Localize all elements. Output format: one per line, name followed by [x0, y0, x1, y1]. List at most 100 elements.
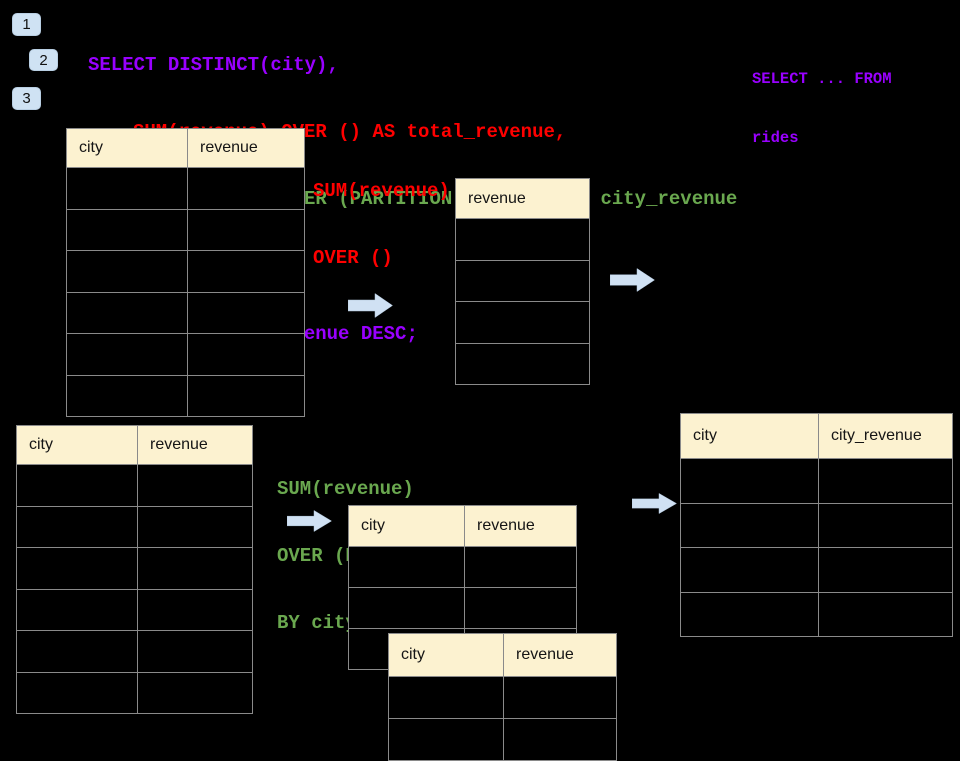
table-cell	[681, 593, 818, 637]
table-row	[681, 547, 952, 592]
table-cell	[67, 251, 187, 292]
table-header-row: city revenue	[67, 129, 304, 167]
table-cell	[456, 344, 589, 385]
right-arrow-icon	[348, 293, 393, 318]
header-cell-city: city	[401, 646, 425, 663]
table-cell	[389, 677, 503, 718]
table-cell	[818, 548, 952, 592]
table-row	[17, 547, 252, 589]
table-cell	[503, 719, 616, 760]
header-cell-revenue: revenue	[464, 506, 576, 546]
table-cell	[681, 548, 818, 592]
header-cell-revenue: revenue	[137, 426, 252, 464]
table-row	[67, 167, 304, 209]
table-cell	[349, 547, 464, 587]
table-cell	[187, 334, 304, 375]
side-note-line-1: SELECT ... FROM	[752, 70, 892, 88]
table-row	[67, 374, 304, 416]
table-body	[17, 464, 252, 713]
table-row	[349, 587, 576, 628]
table-row	[17, 505, 252, 548]
table-body	[456, 218, 589, 384]
right-arrow-icon	[610, 268, 655, 292]
table-cell	[456, 261, 589, 302]
table-cell	[187, 375, 304, 416]
table-row	[17, 588, 252, 631]
side-note-line-2: rides	[752, 128, 799, 147]
header-cell-revenue: revenue	[468, 189, 526, 207]
table-header-row: city city_revenue	[681, 414, 952, 458]
table-row	[681, 502, 952, 548]
table-cell	[17, 590, 137, 631]
side-note-select-from: SELECT ... FROM rides	[752, 31, 892, 168]
table-cell	[17, 507, 137, 548]
header-cell-city-revenue: city_revenue	[818, 414, 952, 458]
table-cell	[17, 673, 137, 714]
table-cell	[456, 302, 589, 343]
table-result-right: city city_revenue	[680, 413, 953, 637]
table-header-row: city revenue	[389, 634, 616, 676]
table-cell	[464, 547, 576, 587]
annotation-total-line-1: SUM(revenue)	[313, 179, 450, 202]
table-row	[17, 671, 252, 714]
step-badge-3: 3	[12, 87, 41, 110]
table-row	[456, 218, 589, 260]
step-badge-2: 2	[29, 49, 58, 71]
table-row	[681, 591, 952, 637]
table-cell	[389, 719, 503, 760]
table-cell	[464, 588, 576, 628]
table-row	[67, 250, 304, 292]
right-arrow-icon	[287, 510, 332, 532]
table-source-top: city revenue	[66, 128, 305, 417]
table-row	[389, 676, 616, 718]
table-cell	[187, 251, 304, 292]
table-cell	[349, 588, 464, 628]
table-row	[456, 301, 589, 343]
table-total-revenue: revenue	[455, 178, 590, 385]
table-cell	[137, 672, 252, 713]
table-cell	[17, 465, 137, 506]
table-cell	[137, 548, 252, 589]
table-cell	[503, 677, 616, 718]
table-row	[456, 259, 589, 302]
right-arrow-icon	[632, 493, 677, 514]
table-cell	[67, 334, 187, 375]
table-row	[456, 342, 589, 385]
table-row	[17, 630, 252, 672]
table-partition-overlap: city revenue	[388, 633, 617, 761]
table-row	[67, 291, 304, 334]
table-header-row: city revenue	[349, 506, 576, 546]
sql-line-select: SELECT DISTINCT(city),	[88, 53, 339, 76]
slide-canvas: { "badges": { "b1": "1", "b2": "2", "b3"…	[12, 13, 953, 761]
header-cell-city: city	[29, 436, 53, 453]
header-cell-city: city	[361, 517, 385, 534]
header-cell-city: city	[79, 139, 103, 156]
header-cell-city: city	[693, 427, 717, 444]
table-body	[389, 676, 616, 760]
table-cell	[137, 589, 252, 630]
table-row	[349, 546, 576, 587]
table-row	[17, 464, 252, 506]
table-body	[681, 458, 952, 636]
table-cell	[17, 631, 137, 672]
table-source-bottom: city revenue	[16, 425, 253, 714]
annotation-total-line-2: OVER ()	[313, 247, 393, 270]
table-row	[67, 333, 304, 375]
step-badge-1: 1	[12, 13, 41, 36]
table-cell	[67, 168, 187, 209]
table-cell	[137, 506, 252, 547]
table-cell	[67, 293, 187, 334]
table-cell	[818, 592, 952, 636]
table-row	[681, 458, 952, 503]
table-cell	[818, 503, 952, 547]
table-cell	[137, 465, 252, 506]
table-cell	[681, 459, 818, 503]
table-cell	[67, 210, 187, 251]
table-header-row: revenue	[456, 179, 589, 218]
annotation-total-revenue: SUM(revenue) OVER ()	[313, 135, 450, 292]
table-cell	[187, 209, 304, 250]
table-header-row: city revenue	[17, 426, 252, 464]
table-cell	[681, 504, 818, 548]
table-cell	[187, 292, 304, 333]
table-cell	[17, 548, 137, 589]
